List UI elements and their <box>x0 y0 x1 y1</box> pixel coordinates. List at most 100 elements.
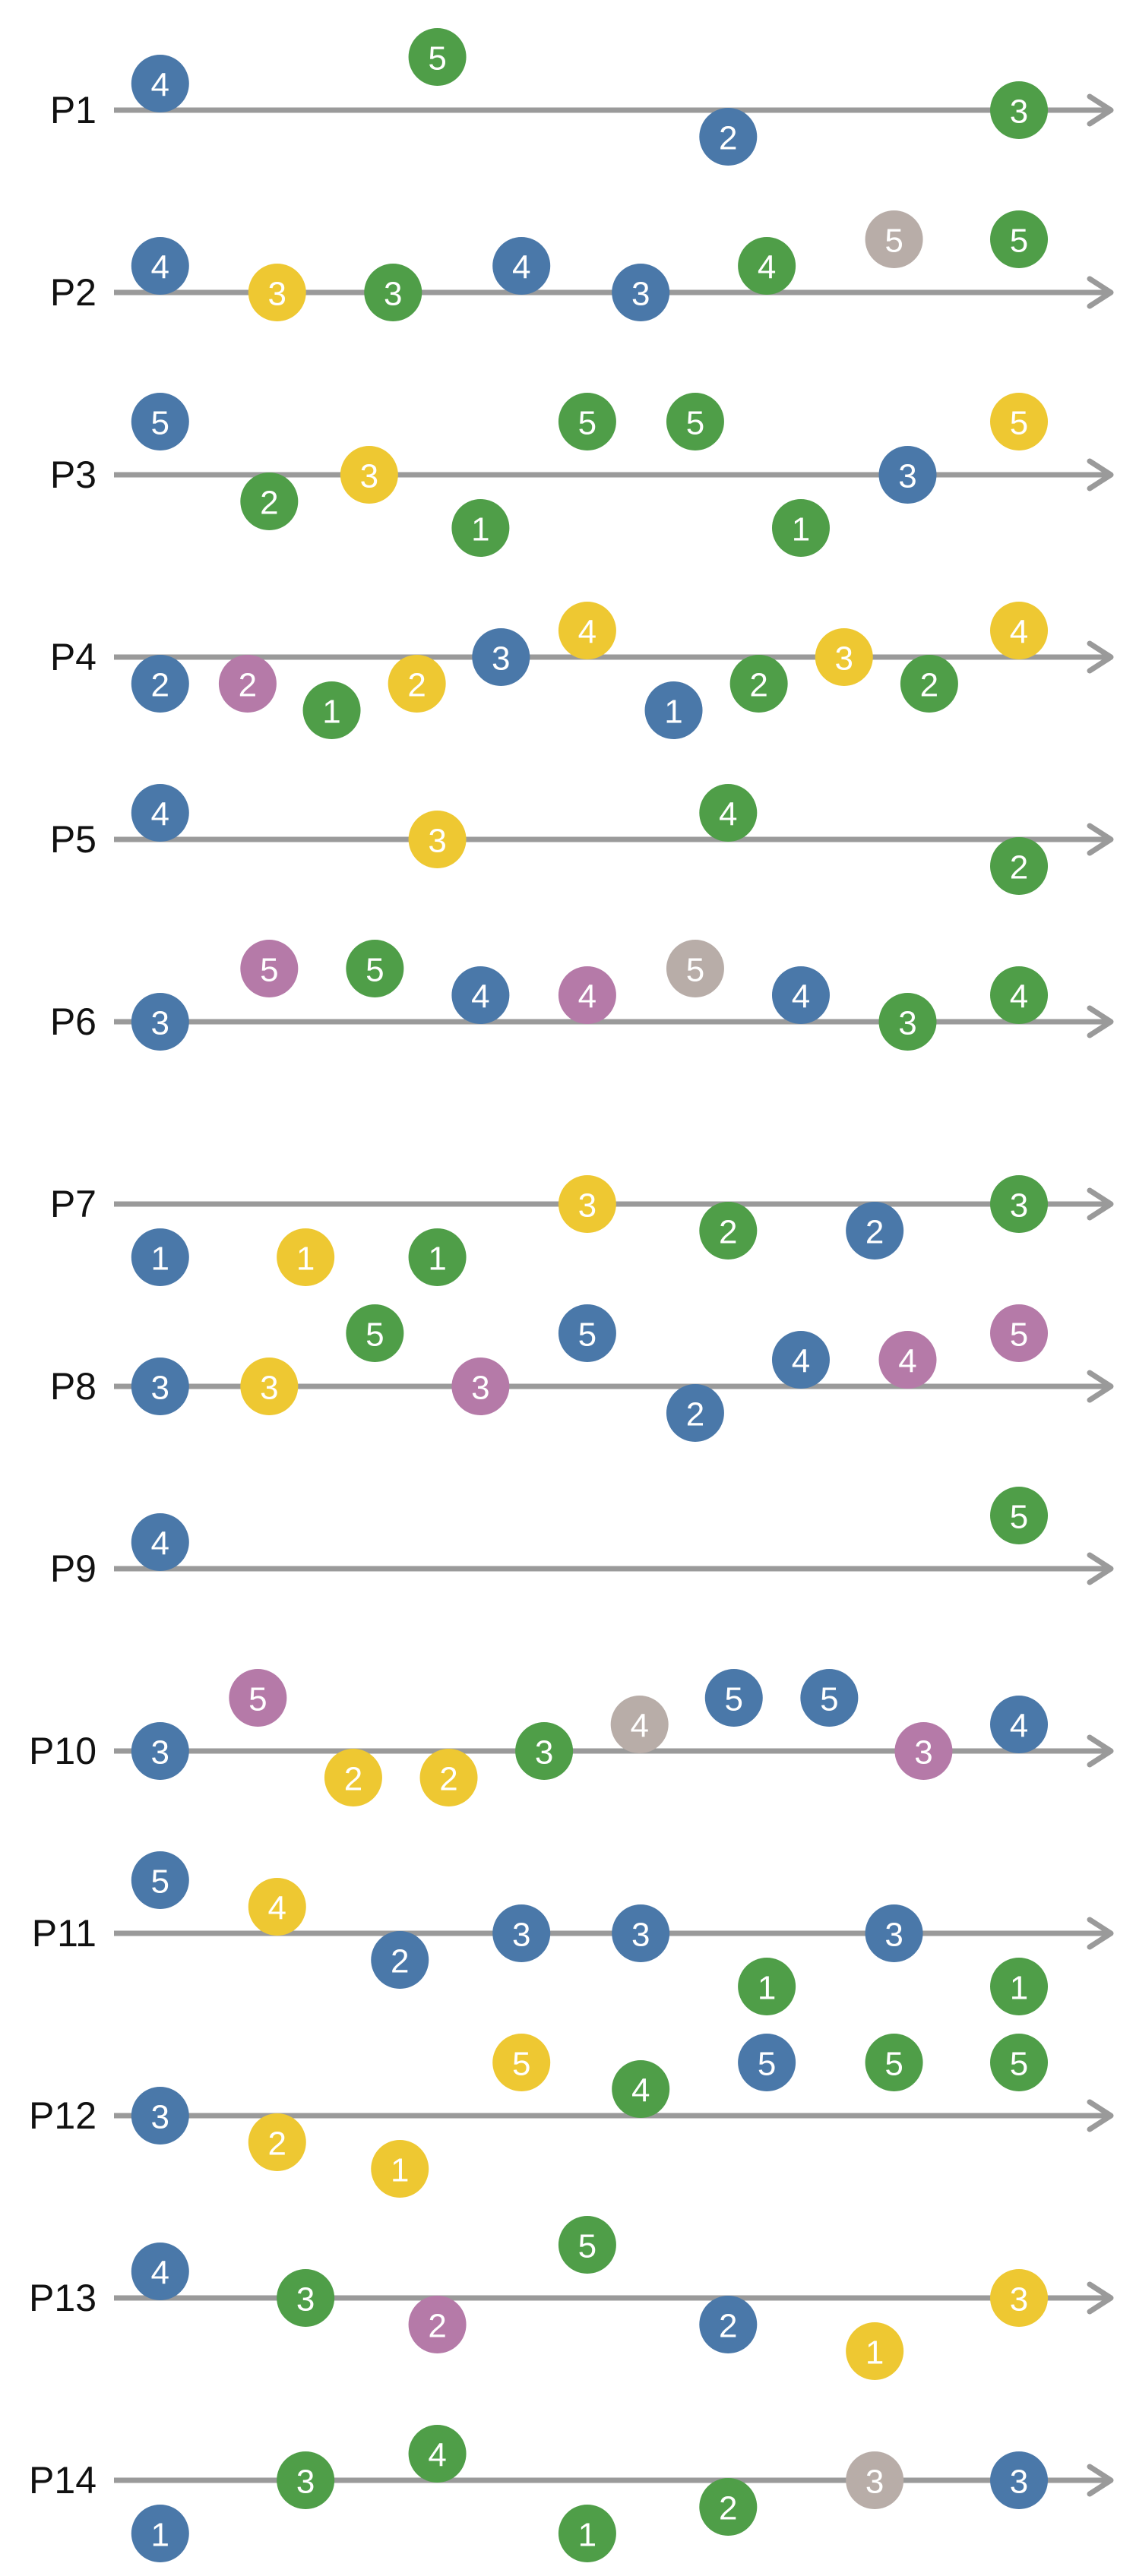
marker-circle <box>492 1904 551 1962</box>
marker: 5 <box>408 28 467 86</box>
marker-circle <box>240 1358 299 1415</box>
marker-number: 5 <box>151 405 169 442</box>
marker: 3 <box>878 993 937 1051</box>
marker: 5 <box>492 2034 551 2091</box>
marker-circle <box>218 655 277 713</box>
marker: 3 <box>131 2087 189 2145</box>
marker-circle <box>990 837 1049 895</box>
marker: 3 <box>340 446 398 504</box>
marker-circle <box>248 264 306 321</box>
marker-number: 2 <box>865 1214 884 1251</box>
marker-number: 3 <box>151 1370 169 1407</box>
marker-circle <box>894 1722 953 1780</box>
axis-arrow-icon <box>1087 1734 1114 1768</box>
marker-number: 1 <box>428 1241 446 1278</box>
marker: 5 <box>865 2034 923 2091</box>
marker-number: 5 <box>686 952 704 989</box>
marker: 3 <box>846 2451 904 2509</box>
axis-arrow-icon <box>1087 1370 1114 1403</box>
marker-circle <box>277 1228 335 1286</box>
marker-number: 5 <box>820 1681 838 1718</box>
marker-number: 5 <box>428 40 446 77</box>
axis-arrow-icon <box>1087 458 1114 491</box>
marker-number: 5 <box>725 1681 743 1718</box>
marker-number: 1 <box>578 2517 596 2554</box>
marker-number: 1 <box>151 2517 169 2554</box>
marker-circle <box>558 393 616 450</box>
marker-number: 2 <box>439 1761 457 1798</box>
marker-circle <box>131 393 189 450</box>
marker-circle <box>865 2034 923 2091</box>
row-label: P2 <box>50 271 97 314</box>
marker-number: 3 <box>631 276 650 313</box>
marker: 2 <box>900 655 958 713</box>
marker: 2 <box>248 2113 306 2171</box>
marker: 4 <box>248 1878 306 1936</box>
marker-circle <box>990 1696 1049 1753</box>
marker: 5 <box>131 1851 189 1909</box>
marker-number: 3 <box>1010 2464 1028 2501</box>
marker-number: 5 <box>248 1681 267 1718</box>
marker-circle <box>451 499 510 557</box>
marker-circle <box>131 55 189 112</box>
axis-arrow-icon <box>1087 2281 1114 2315</box>
marker-number: 2 <box>260 485 278 522</box>
marker-circle <box>131 1722 189 1780</box>
axis-arrow-icon <box>1087 276 1114 309</box>
marker: 4 <box>558 602 616 659</box>
marker: 3 <box>451 1358 510 1415</box>
marker-number: 2 <box>151 667 169 704</box>
marker-number: 2 <box>719 2308 737 2345</box>
marker-number: 1 <box>151 1241 169 1278</box>
marker: 2 <box>699 108 758 166</box>
marker-circle <box>990 81 1049 139</box>
marker-circle <box>131 655 189 713</box>
marker-circle <box>558 2505 616 2562</box>
marker-circle <box>277 2451 335 2509</box>
marker-number: 5 <box>365 1316 384 1354</box>
marker-number: 2 <box>1010 849 1028 887</box>
marker: 3 <box>990 2269 1049 2327</box>
marker-circle <box>408 1228 467 1286</box>
marker-number: 4 <box>578 614 596 651</box>
marker-circle <box>240 940 299 997</box>
marker-number: 4 <box>471 978 489 1016</box>
row-label: P9 <box>50 1547 97 1590</box>
marker: 2 <box>990 837 1049 895</box>
marker-number: 3 <box>360 458 378 495</box>
marker-number: 3 <box>260 1370 278 1407</box>
marker-number: 4 <box>1010 1708 1028 1745</box>
marker: 1 <box>990 1958 1049 2015</box>
marker-number: 5 <box>1010 2046 1028 2083</box>
marker-number: 5 <box>1010 1316 1028 1354</box>
marker-circle <box>492 237 551 295</box>
marker-circle <box>364 264 422 321</box>
marker: 2 <box>729 655 788 713</box>
marker-circle <box>131 2505 189 2562</box>
marker-circle <box>729 655 788 713</box>
marker: 5 <box>990 1487 1049 1544</box>
marker-circle <box>990 393 1049 450</box>
marker-number: 4 <box>898 1343 916 1380</box>
marker-circle <box>699 108 758 166</box>
marker: 5 <box>990 2034 1049 2091</box>
marker-circle <box>990 2034 1049 2091</box>
marker-number: 3 <box>865 2464 884 2501</box>
marker-number: 2 <box>239 667 257 704</box>
marker: 3 <box>515 1722 574 1780</box>
marker-number: 4 <box>792 1343 810 1380</box>
marker-circle <box>451 966 510 1024</box>
marker: 2 <box>218 655 277 713</box>
marker-circle <box>815 628 873 686</box>
marker-number: 1 <box>322 694 340 731</box>
marker-circle <box>704 1669 763 1727</box>
marker: 5 <box>131 393 189 450</box>
marker-number: 5 <box>578 1316 596 1354</box>
marker: 3 <box>492 1904 551 1962</box>
marker-number: 4 <box>512 249 530 286</box>
marker-number: 4 <box>428 2437 446 2474</box>
marker-circle <box>346 1304 404 1362</box>
